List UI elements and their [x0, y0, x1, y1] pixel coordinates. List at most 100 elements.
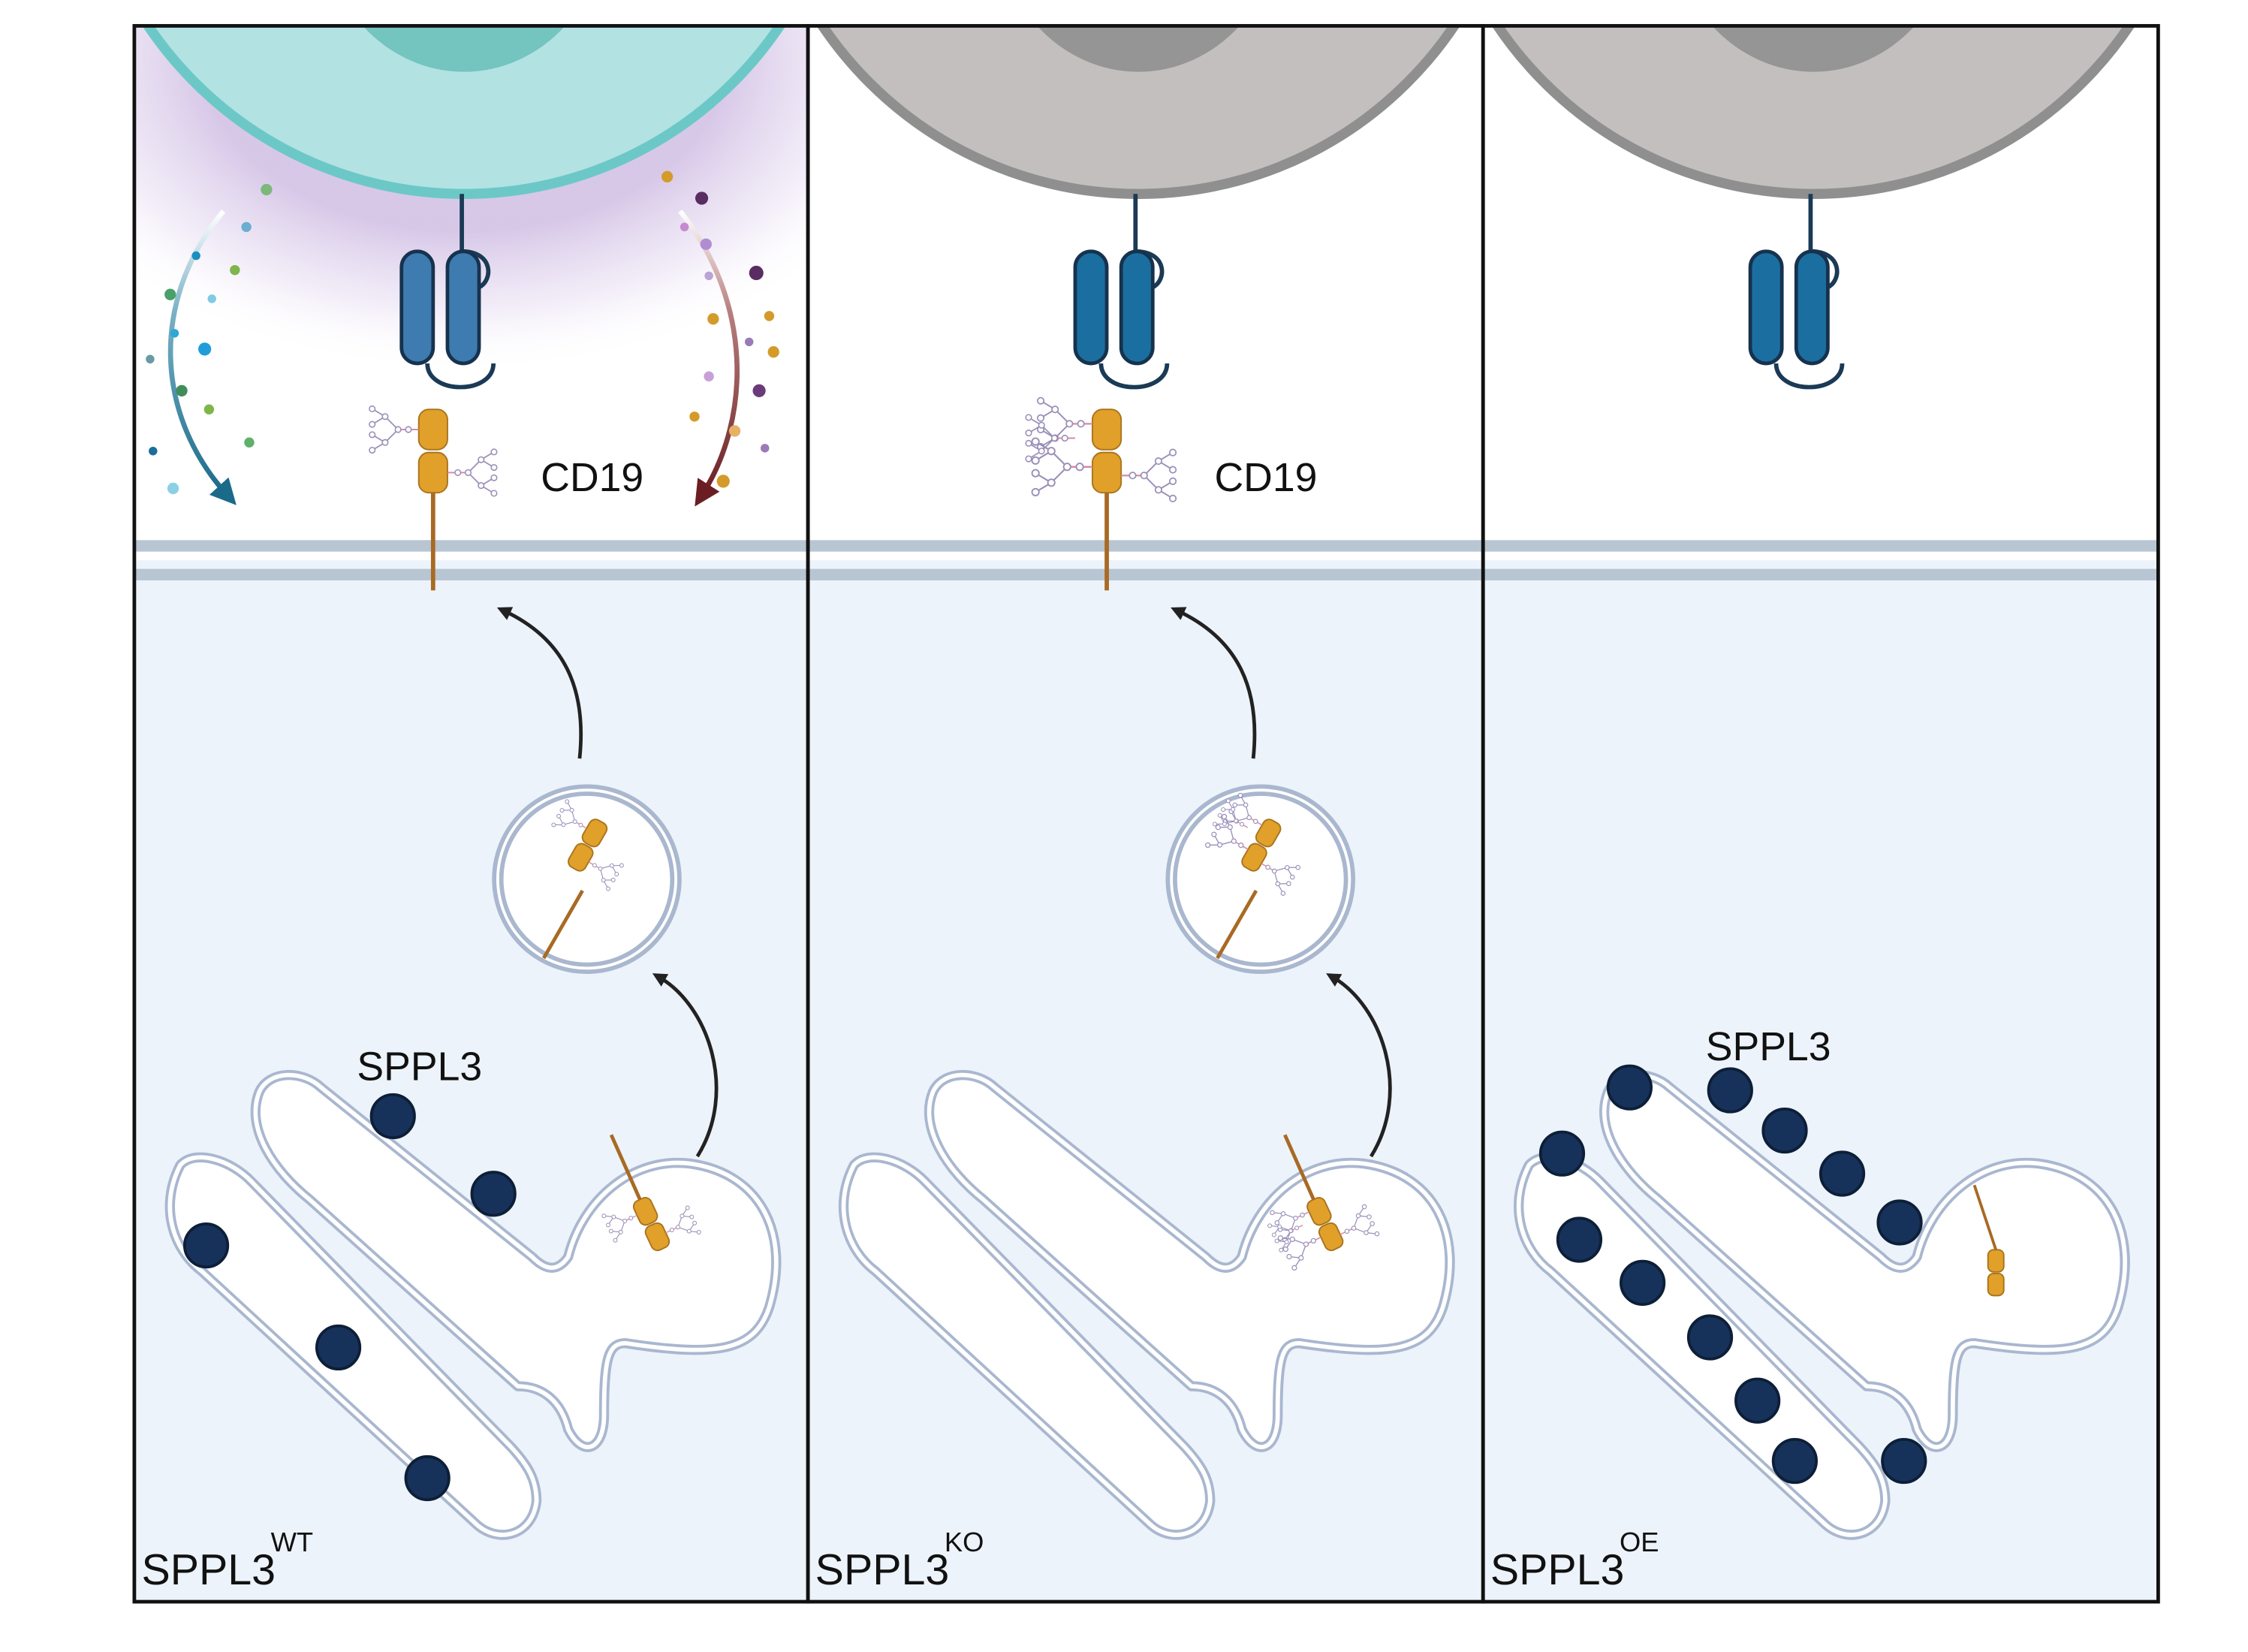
effector-cell-nucleus — [1037, 26, 1240, 72]
cytokine-particle — [146, 354, 155, 363]
cytokine-particle — [728, 425, 741, 437]
cytokine-release — [146, 170, 779, 507]
glycan-residue — [1205, 842, 1211, 849]
glycan-residue — [1051, 405, 1059, 414]
glycan-residue — [1221, 813, 1228, 820]
cd19-golgi — [1987, 1249, 2005, 1297]
glycan-residue — [1275, 881, 1281, 887]
cytokine-particle — [244, 437, 255, 448]
glycan-residue — [601, 878, 606, 883]
cd19-domain — [1091, 451, 1122, 494]
glycan-residue — [556, 813, 562, 818]
glycan-residue — [1025, 430, 1032, 437]
cd19-golgi-stem — [609, 1134, 642, 1201]
cd19-vesicle — [551, 799, 624, 891]
glycan-residue — [1154, 457, 1162, 466]
sppl3-protein — [404, 1455, 451, 1502]
glycan-residue — [1279, 1247, 1284, 1253]
condition-label-superscript: OE — [1620, 1527, 1659, 1557]
golgi — [838, 1069, 1455, 1540]
cd19-domain — [417, 408, 448, 451]
golgi-cisterna-lumen — [841, 1155, 1213, 1537]
glycan-residue — [675, 1225, 680, 1230]
glycan-residue — [1031, 487, 1040, 496]
glycan-residue — [1031, 456, 1040, 465]
sppl3-protein — [369, 1093, 416, 1140]
glycan-residue — [1036, 414, 1045, 422]
glycan-residue — [1168, 494, 1177, 502]
vesicle-lumen-edge — [496, 788, 678, 970]
glycan-residue — [669, 1227, 674, 1232]
glycan-residue — [1232, 802, 1237, 808]
glycan-residue — [598, 866, 603, 871]
glycan-residue — [490, 474, 498, 481]
cytokine-particle — [149, 446, 158, 456]
cytokine-particle — [176, 384, 188, 396]
cd19-domain — [1255, 818, 1282, 848]
cytokine-particle — [207, 294, 216, 303]
plasma-membrane-inner — [808, 568, 1484, 580]
glycan-right — [447, 448, 498, 497]
sppl3-protein — [1556, 1216, 1603, 1263]
condition-label-superscript: WT — [271, 1527, 313, 1557]
sppl3-protein — [1606, 1064, 1653, 1111]
cytokine-particle — [191, 251, 200, 261]
receptor-chain — [1073, 249, 1109, 366]
glycan-residue — [1298, 1255, 1304, 1261]
glycan-residue — [1370, 1221, 1375, 1226]
glycan-left — [1212, 798, 1249, 828]
glycan-residue — [1351, 1225, 1357, 1231]
panel-border — [1481, 24, 2160, 1604]
glycan-right — [665, 1205, 701, 1234]
cytokine-particle — [170, 329, 179, 338]
receptor-chain — [1119, 249, 1155, 366]
glycan-residue — [478, 482, 485, 490]
glycan-residue — [685, 1205, 690, 1210]
cytokine-particle — [198, 342, 212, 356]
cell-receptor — [1073, 194, 1170, 390]
glycan-residue — [1221, 807, 1226, 812]
cytokine-particle — [241, 222, 252, 232]
glycan-residue — [1240, 821, 1244, 827]
cd19-domain — [417, 451, 448, 494]
glycan-residue — [1267, 1223, 1273, 1228]
glycan-residue — [1065, 420, 1074, 428]
glycan-left — [601, 1213, 637, 1243]
golgi-cisterna-lumen — [167, 1155, 539, 1537]
glycan-residue — [622, 1219, 628, 1223]
glycan-residue — [1277, 1224, 1282, 1229]
receptor-chain — [1748, 249, 1784, 366]
glycan-residue — [569, 807, 574, 812]
cd19-domain — [1318, 1222, 1344, 1252]
cd19-surface — [1025, 396, 1177, 591]
glycan-residue — [1284, 865, 1290, 870]
vesicle — [492, 784, 682, 975]
effector-cell — [816, 26, 1460, 199]
cytokine-particle — [167, 482, 179, 495]
glycan-residue — [1374, 1231, 1380, 1237]
glycan-residue — [611, 1214, 616, 1219]
glycan-residue — [1038, 448, 1045, 455]
glycan-residue — [692, 1220, 698, 1225]
glycan-residue — [1280, 891, 1286, 896]
cd19-vesicle-stem — [1216, 889, 1258, 960]
cytokine-particle — [752, 384, 766, 397]
glycan-residue — [1271, 1232, 1276, 1237]
glycan-residue — [1300, 1212, 1305, 1218]
glycan-residue — [614, 872, 619, 877]
glycan-residue — [1168, 448, 1177, 457]
sppl3-protein — [1761, 1107, 1808, 1154]
glycan-residue — [551, 822, 556, 828]
golgi-cisterna-lumen — [1516, 1155, 1888, 1537]
cytokine-arrow-left — [167, 210, 237, 505]
glycan-residue — [1265, 864, 1270, 870]
sppl3-protein — [1686, 1314, 1734, 1361]
condition-label-base: SPPL3 — [1490, 1546, 1625, 1594]
glycan-residue — [1364, 1230, 1369, 1235]
glycan-residue — [1047, 447, 1056, 456]
glycan-residue — [490, 463, 498, 472]
glycan-residue — [1274, 1238, 1279, 1244]
glycan-residue — [1036, 396, 1045, 405]
